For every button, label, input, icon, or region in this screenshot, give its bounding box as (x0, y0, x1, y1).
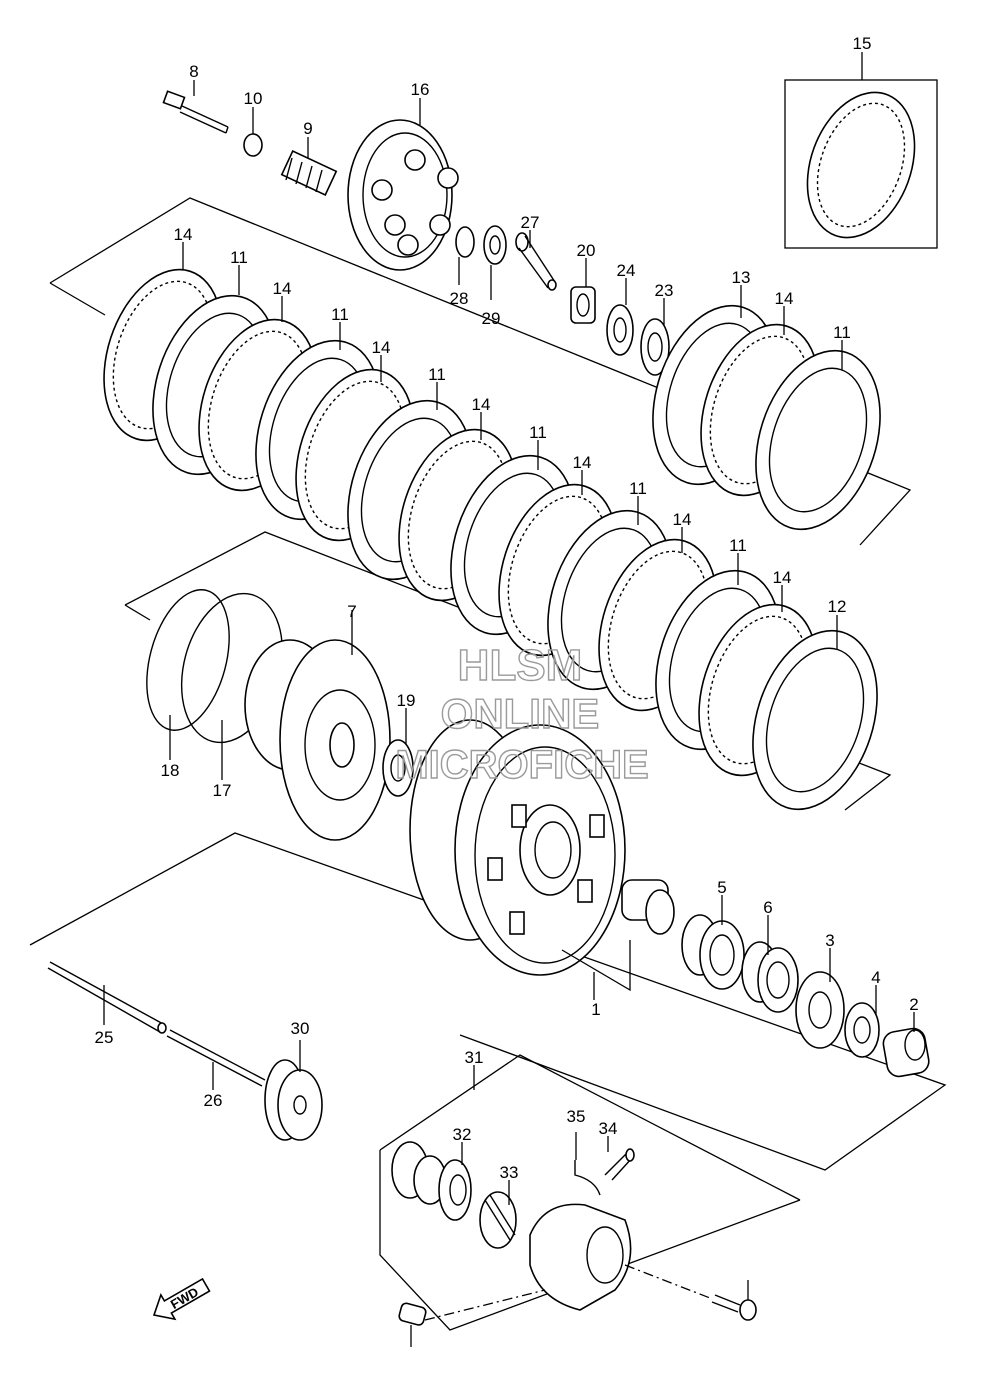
leader-lines (103, 52, 915, 1347)
callout-14: 14 (573, 453, 592, 472)
clutch-plate-stack (103, 268, 881, 811)
callout-14: 14 (775, 289, 794, 308)
bleeder-part-32 (604, 1148, 635, 1181)
callout-20: 20 (577, 241, 596, 260)
dowel-centerline (424, 1289, 546, 1321)
bearing-part-27 (483, 225, 507, 265)
washer-19-hole (390, 754, 406, 782)
callout-19: 19 (397, 691, 416, 710)
callout-15: 15 (853, 34, 872, 53)
bolt-centerline (624, 1264, 711, 1299)
washer-part-4 (844, 1002, 880, 1058)
callout-2: 2 (909, 995, 918, 1014)
pushrod-part-24 (166, 1029, 266, 1087)
cap-part-33 (574, 1160, 601, 1196)
dowel-part-34 (398, 1302, 427, 1326)
nut-part-10 (243, 133, 263, 157)
callout-11: 11 (428, 365, 446, 384)
watermark: HLSM ONLINE MICROFICHE (395, 640, 650, 787)
callout-11: 11 (230, 248, 248, 267)
bolt-part-8 (162, 90, 229, 134)
clutch-housing-part-1 (409, 719, 626, 976)
callout-32: 34 (599, 1119, 618, 1138)
callout-14: 14 (273, 279, 292, 298)
callout-3: 3 (825, 931, 834, 950)
fwd-arrow-icon: FWD (152, 1277, 211, 1321)
callout-33: 35 (567, 1107, 586, 1126)
callout-24: 26 (204, 1091, 223, 1110)
callout-29: 31 (465, 1048, 484, 1067)
callout-11: 11 (729, 536, 747, 555)
callout-13: 13 (732, 268, 751, 287)
callout-6: 6 (763, 898, 772, 917)
callout-28: 30 (291, 1019, 310, 1038)
callout-8: 8 (189, 62, 198, 81)
watermark-line-3: MICROFICHE (395, 743, 648, 787)
watermark-line-2: ONLINE (441, 690, 600, 737)
washer-3-hole (808, 991, 832, 1029)
callout-22: 24 (617, 261, 636, 280)
washer-22-hole (613, 317, 627, 343)
friction-plate-part-15 (806, 91, 916, 239)
callout-4: 4 (871, 968, 880, 987)
callout-18: 18 (161, 761, 180, 780)
callout-23: 25 (95, 1028, 114, 1047)
bearing-inner (489, 235, 501, 255)
washer-21-hole (647, 332, 663, 362)
piston-part-30 (391, 1141, 472, 1221)
callout-labels: 8 10 9 16 15 27 28 29 20 24 23 14 11 14 … (95, 34, 919, 1182)
callout-16: 16 (411, 80, 430, 99)
callout-14: 14 (673, 510, 692, 529)
plate-inner-edge (768, 367, 868, 513)
callout-31: 33 (500, 1163, 519, 1182)
washer-part-26 (455, 226, 475, 258)
callout-27: 29 (482, 309, 501, 328)
spring-part-9 (280, 150, 338, 196)
sleeve-part (621, 879, 675, 935)
seal-part-28 (264, 1059, 323, 1141)
part-15-box (784, 79, 938, 249)
callout-9: 9 (303, 119, 312, 138)
ring-part-18 (146, 589, 230, 731)
pressure-plate-part-16 (347, 119, 459, 271)
callout-14: 14 (472, 395, 491, 414)
collar-part-20 (570, 286, 596, 324)
bolt-part-35 (711, 1294, 757, 1321)
slave-cylinder-body (529, 1203, 632, 1311)
callout-10: 10 (244, 89, 263, 108)
callout-7: 7 (347, 602, 356, 621)
drive-plate (755, 349, 881, 531)
callout-17: 17 (213, 781, 232, 800)
washer-part-3 (795, 971, 845, 1049)
pushrod-part-25 (515, 232, 557, 291)
pushrod-part-23 (47, 961, 167, 1034)
callout-26: 28 (450, 289, 469, 308)
callout-21: 23 (655, 281, 674, 300)
spring-part-31 (479, 1191, 517, 1249)
washer-part-22 (606, 304, 634, 356)
spacer-part-2 (882, 1027, 930, 1078)
needle-bearing-part-5 (681, 914, 745, 990)
callout-5: 5 (717, 878, 726, 897)
callout-1: 1 (591, 1000, 600, 1019)
callout-25: 27 (521, 213, 540, 232)
needle-bearing-part-6 (741, 941, 799, 1013)
callout-11: 11 (331, 305, 349, 324)
watermark-line-1: HLSM (458, 641, 583, 690)
washer-part-19 (382, 739, 414, 797)
callout-11: 11 (529, 423, 547, 442)
callout-30: 32 (453, 1125, 472, 1144)
callout-14: 14 (174, 225, 193, 244)
clutch-hub-part-7 (244, 639, 391, 841)
drive-plate (752, 629, 878, 811)
washer-4-hole (853, 1016, 871, 1044)
washer-part-21 (640, 318, 670, 376)
callout-14: 14 (773, 568, 792, 587)
callout-12: 12 (828, 597, 847, 616)
callout-11: 11 (833, 323, 851, 342)
callout-14: 14 (372, 338, 391, 357)
plate-inner-edge (765, 647, 865, 793)
callout-11: 11 (629, 479, 647, 498)
